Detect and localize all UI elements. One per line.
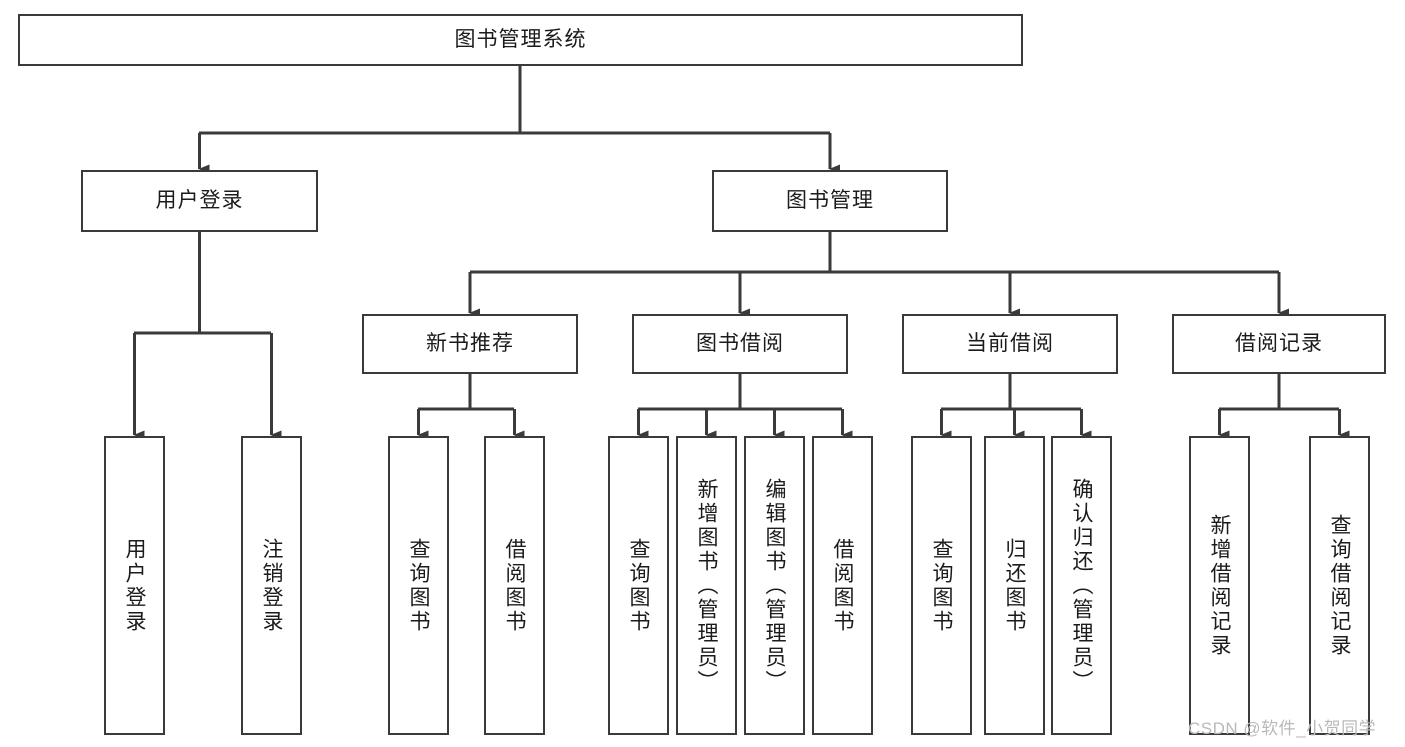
node-root-system[interactable]: 图书管理系统 [18, 14, 1023, 66]
leaf-return-book[interactable]: 归还图书 [984, 436, 1045, 735]
node-label: 新书推荐 [426, 332, 514, 356]
node-new-book-recommend[interactable]: 新书推荐 [362, 314, 578, 374]
node-label: 注销登录 [260, 537, 284, 634]
node-label: 借阅图书 [503, 537, 527, 634]
node-label: 查询借阅记录 [1328, 513, 1352, 658]
node-book-management[interactable]: 图书管理 [712, 170, 948, 232]
leaf-add-borrow-record[interactable]: 新增借阅记录 [1189, 436, 1250, 735]
node-label: 图书管理 [786, 189, 874, 213]
leaf-confirm-return-admin[interactable]: 确认归还（管理员） [1051, 436, 1112, 735]
leaf-user-login[interactable]: 用户登录 [104, 436, 165, 735]
node-label: 图书借阅 [696, 332, 784, 356]
leaf-add-book-admin[interactable]: 新增图书（管理员） [676, 436, 737, 735]
leaf-borrow-book-recommend[interactable]: 借阅图书 [484, 436, 545, 735]
leaf-query-book-borrow[interactable]: 查询图书 [608, 436, 669, 735]
node-label: 当前借阅 [966, 332, 1054, 356]
leaf-borrow-book[interactable]: 借阅图书 [812, 436, 873, 735]
node-current-borrow[interactable]: 当前借阅 [902, 314, 1118, 374]
node-label: 借阅记录 [1235, 332, 1323, 356]
leaf-edit-book-admin[interactable]: 编辑图书（管理员） [744, 436, 805, 735]
node-label: 用户登录 [155, 189, 244, 213]
node-label: 新增借阅记录 [1208, 513, 1232, 658]
leaf-query-borrow-record[interactable]: 查询借阅记录 [1309, 436, 1370, 735]
node-label: 归还图书 [1003, 537, 1027, 634]
leaf-query-book-current[interactable]: 查询图书 [911, 436, 972, 735]
node-label: 查询图书 [627, 537, 651, 634]
node-label: 图书管理系统 [454, 28, 587, 52]
node-label: 借阅图书 [831, 537, 855, 634]
node-borrow-record[interactable]: 借阅记录 [1172, 314, 1386, 374]
node-label: 新增图书（管理员） [695, 477, 719, 694]
leaf-logout-login[interactable]: 注销登录 [241, 436, 302, 735]
node-label: 查询图书 [407, 537, 431, 634]
node-book-borrow[interactable]: 图书借阅 [632, 314, 848, 374]
node-label: 编辑图书（管理员） [763, 477, 787, 694]
node-user-login[interactable]: 用户登录 [81, 170, 318, 232]
node-label: 查询图书 [930, 537, 954, 634]
node-label: 用户登录 [123, 537, 147, 634]
node-label: 确认归还（管理员） [1070, 477, 1094, 694]
csdn-watermark: CSDN @软件_小贺同学 [1188, 719, 1377, 738]
leaf-query-book-recommend[interactable]: 查询图书 [388, 436, 449, 735]
